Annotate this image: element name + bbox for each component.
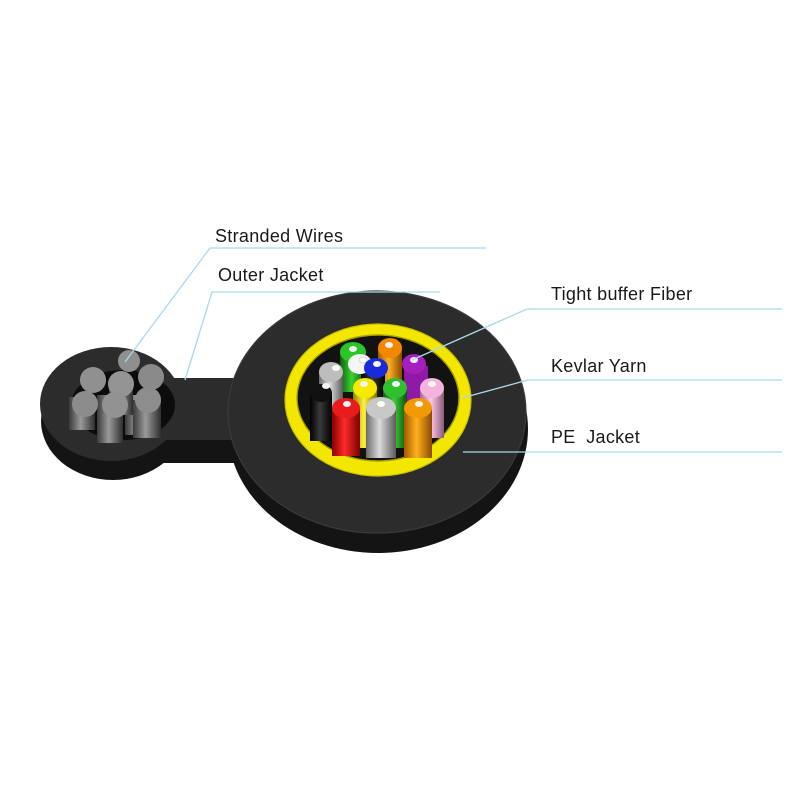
leader-lines (124, 247, 782, 453)
leader-line-stranded-wires (124, 247, 486, 363)
wire-strand-top (108, 371, 134, 397)
leader-line-kevlar-yarn (461, 379, 782, 399)
tight-buffer-fibers (310, 338, 444, 458)
wire-strand-top (72, 391, 98, 417)
fiber-top-grey (319, 362, 343, 382)
fiber-top-green-2 (383, 378, 407, 398)
stranded-wires (69, 350, 175, 443)
fiber-top-blue (364, 358, 388, 378)
leader-line-tight-buffer-fiber (411, 308, 782, 361)
leader-line-outer-jacket (184, 291, 440, 381)
wire-strand-top (138, 364, 164, 390)
fiber-body (310, 393, 332, 441)
fiber-top-red (332, 398, 360, 418)
wire-strand-top (135, 387, 161, 413)
fiber-top-purple (402, 354, 426, 374)
label-tight-buffer-fiber: Tight buffer Fiber (551, 284, 693, 304)
fiber-top-orange-2 (404, 398, 432, 418)
wire-strand-top (118, 350, 140, 372)
label-pe-jacket: PE Jacket (551, 427, 641, 447)
wire-strand-top (80, 367, 106, 393)
fiber-top-silver (366, 397, 396, 419)
label-kevlar-yarn: Kevlar Yarn (551, 356, 647, 376)
label-stranded-wires: Stranded Wires (215, 226, 344, 246)
wire-strand-top (102, 392, 128, 418)
fiber-top-black (310, 383, 332, 402)
label-outer-jacket: Outer Jacket (218, 265, 324, 285)
fiber-top-yellow (353, 378, 377, 398)
fiber-top-pink (420, 378, 444, 398)
fiber-top-orange (378, 338, 402, 358)
